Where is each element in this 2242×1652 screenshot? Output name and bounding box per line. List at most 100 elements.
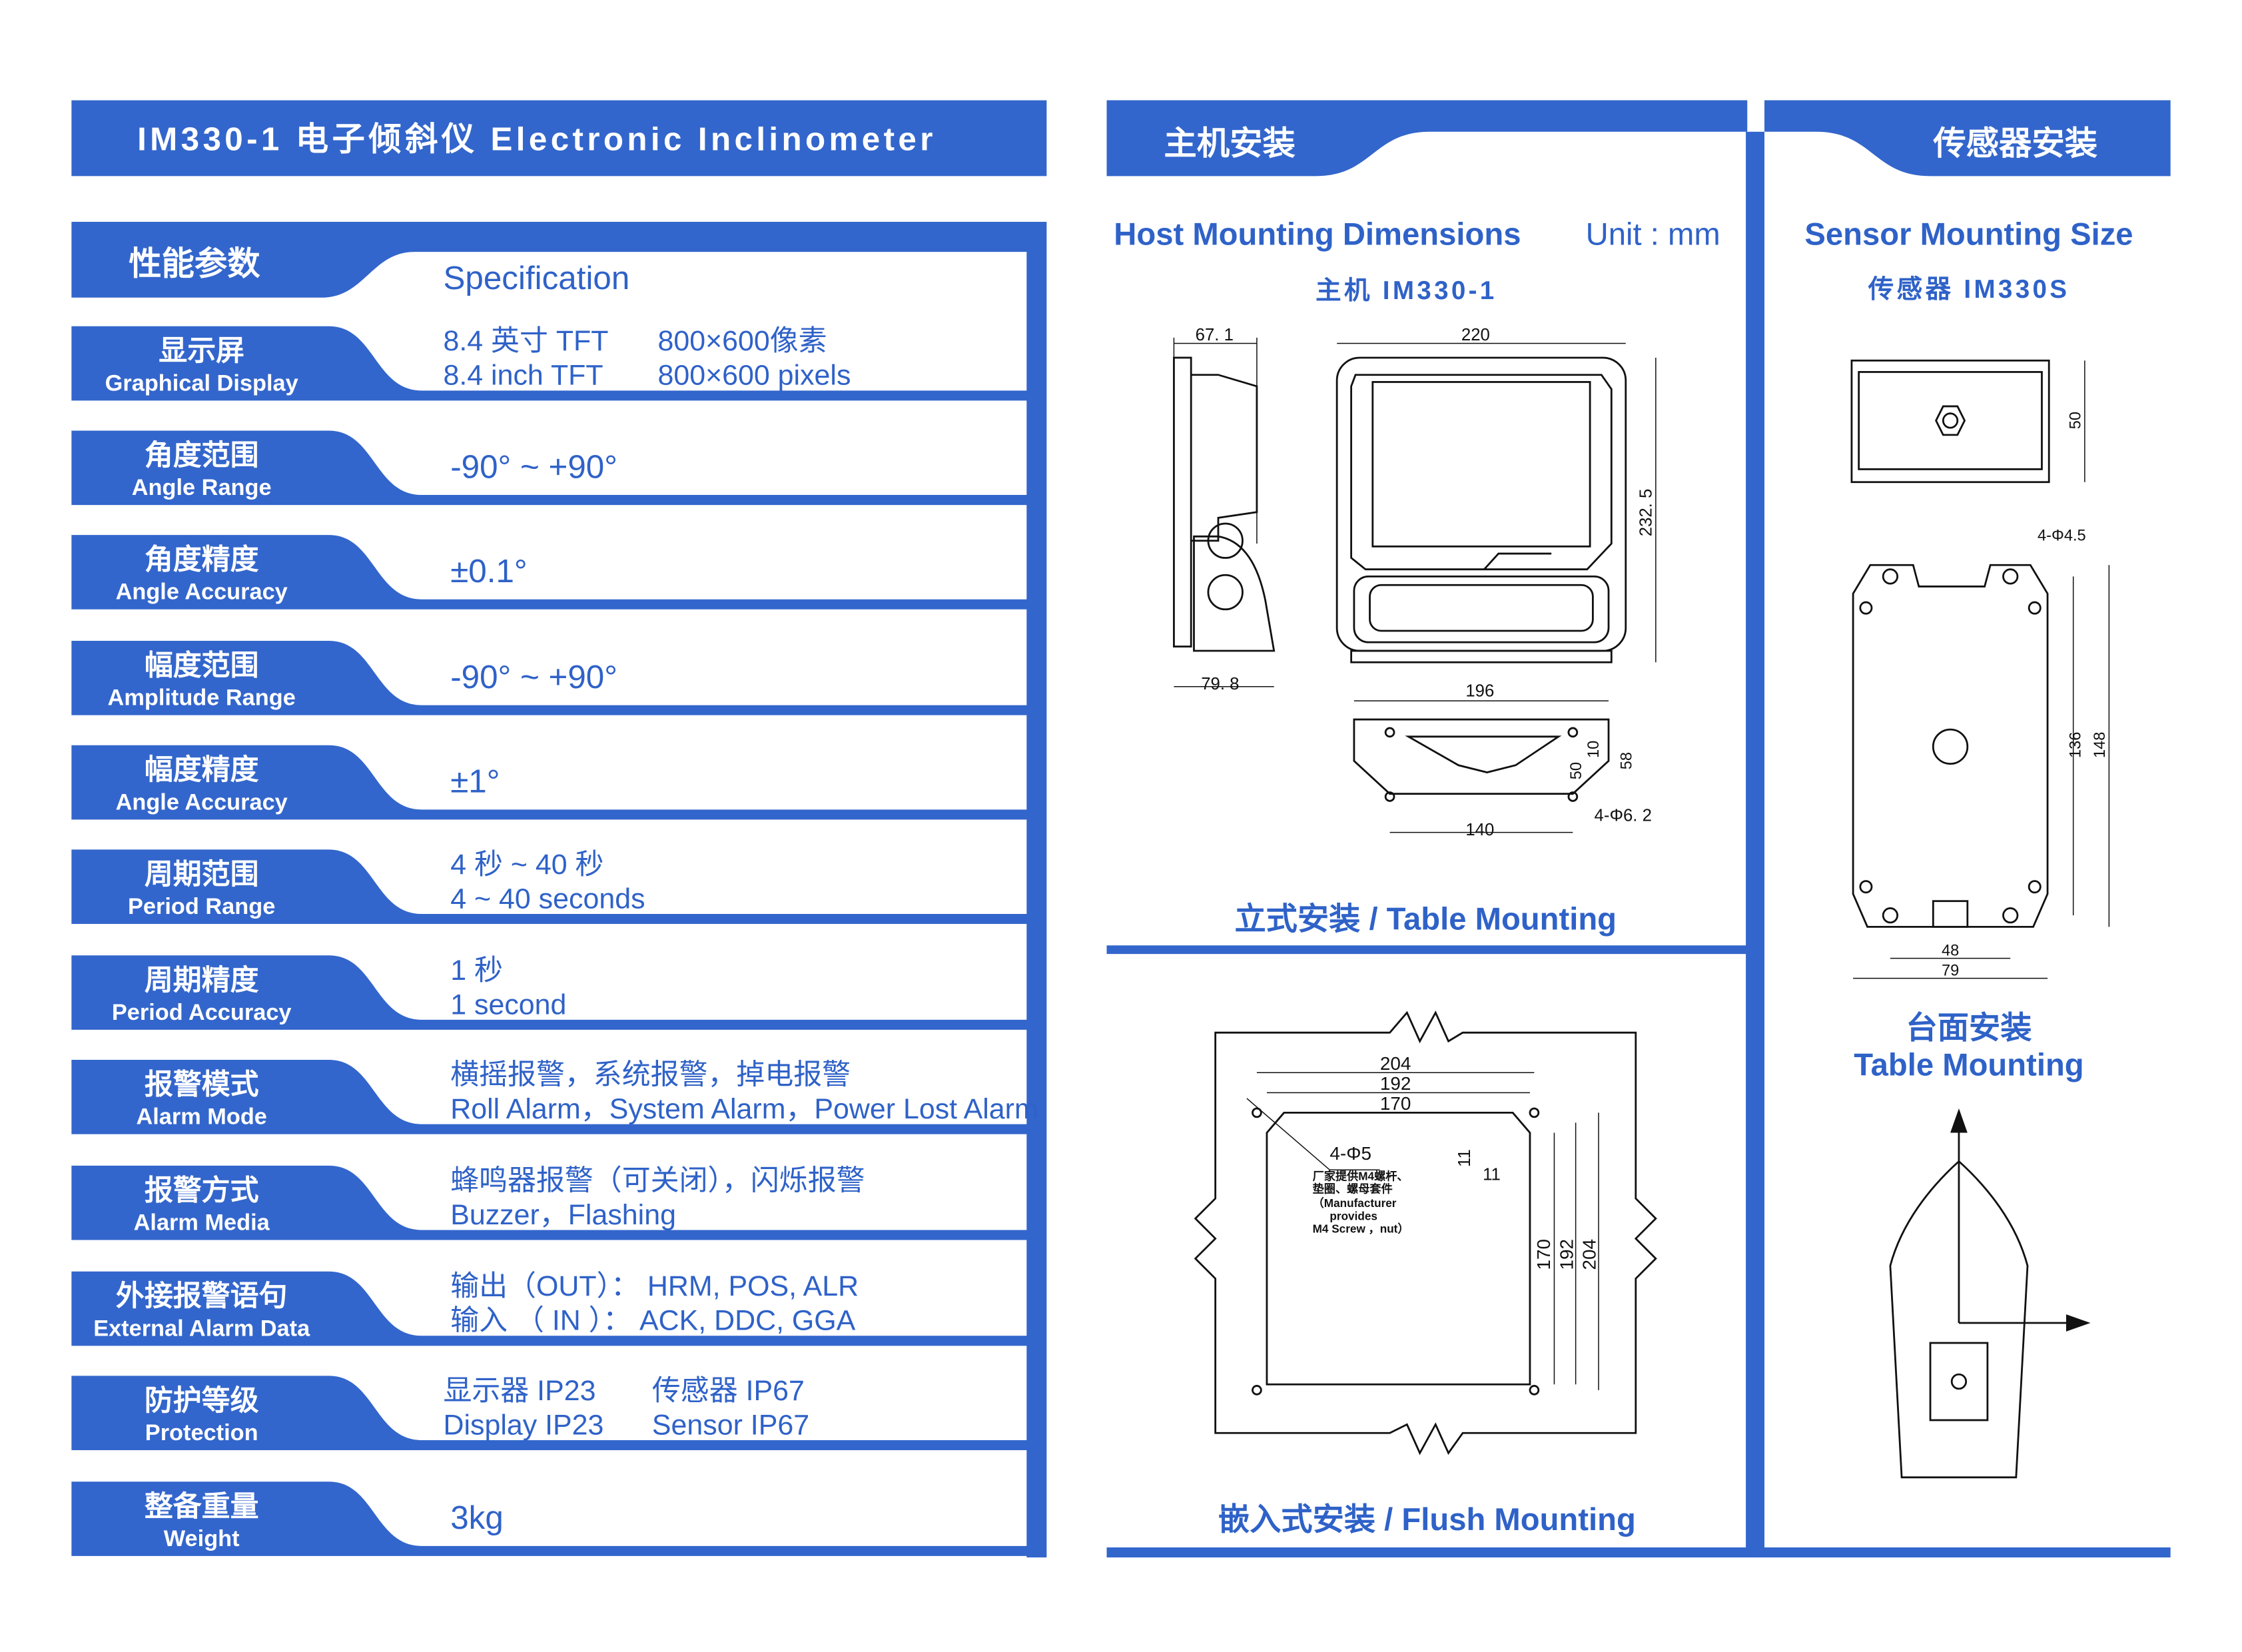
bottom-rule xyxy=(1106,1547,2171,1558)
row-value-line1: 1 秒 xyxy=(450,955,503,987)
side-view-drawing: 67. 1 79. 8 xyxy=(1173,326,1276,693)
table-mounting-label: 立式安装 / Table Mounting xyxy=(1234,902,1617,937)
row-label-cn: 角度范围 xyxy=(145,440,259,472)
dim-flush-w2: 192 xyxy=(1380,1073,1411,1094)
row-value: ±0.1° xyxy=(450,553,527,590)
sensor-title: Sensor Mounting Size xyxy=(1804,216,2133,252)
row-value-line1: 横摇报警，系统报警，掉电报警 xyxy=(450,1058,851,1090)
row-value: -90° ~ +90° xyxy=(450,659,617,695)
dim-sensor-h2: 148 xyxy=(2091,732,2109,758)
row-label-cn: 外接报警语句 xyxy=(116,1280,288,1312)
row-label-block xyxy=(71,1481,1030,1556)
row-value-line2: 4 ~ 40 seconds xyxy=(450,883,645,915)
dim-bracket-width: 196 xyxy=(1465,682,1494,701)
row-value-line1-col2: 传感器 IP67 xyxy=(652,1375,805,1407)
row-label-cn: 报警方式 xyxy=(145,1174,259,1206)
flush-note-line: （Manufacturer xyxy=(1313,1196,1397,1210)
row-label-en: Protection xyxy=(145,1420,258,1446)
column-divider xyxy=(1746,131,1765,1558)
row-value-line2: 输入 （ IN ）： ACK, DDC, GGA xyxy=(450,1305,855,1337)
dim-bracket-hole-spec: 4-Φ6. 2 xyxy=(1595,806,1652,825)
row-label-block xyxy=(71,535,1030,610)
sensor-front-view: 4-Φ4.5 136 148 48 79 xyxy=(1852,528,2110,979)
boat-orientation-diagram xyxy=(1889,1108,2091,1479)
sensor-section-header: 传感器安装 xyxy=(1764,100,2171,177)
dim-flush-w1: 204 xyxy=(1380,1053,1411,1074)
flush-mounting-label: 嵌入式安装 / Flush Mounting xyxy=(1218,1502,1636,1537)
dim-sensor-hole-spec: 4-Φ4.5 xyxy=(2038,528,2086,545)
row-label-cn: 防护等级 xyxy=(145,1385,259,1417)
spec-label-cn: 性能参数 xyxy=(129,245,260,282)
dim-front-height: 232. 5 xyxy=(1637,489,1655,537)
row-value-line2: 1 second xyxy=(450,989,566,1021)
row-value-line1: 蜂鸣器报警（可关闭），闪烁报警 xyxy=(450,1164,865,1196)
dim-flush-h1: 170 xyxy=(1533,1239,1554,1270)
row-label-block xyxy=(71,430,1030,506)
host-section-title: 主机安装 xyxy=(1164,125,1296,162)
row-label-en: External Alarm Data xyxy=(93,1316,310,1341)
host-title: Host Mounting Dimensions xyxy=(1114,216,1521,252)
row-label-block xyxy=(71,326,1030,401)
flush-note-line: M4 Screw ，nut） xyxy=(1313,1222,1409,1236)
dim-sensor-h1: 136 xyxy=(2067,732,2084,758)
row-value-line1: 8.4 英寸 TFT xyxy=(443,325,608,357)
front-view-drawing: 220 232. 5 xyxy=(1335,326,1657,663)
dim-side-bottom: 79. 8 xyxy=(1201,675,1239,693)
row-label-en: Angle Accuracy xyxy=(116,580,288,605)
row-label-en: Alarm Media xyxy=(134,1210,270,1235)
row-value: -90° ~ +90° xyxy=(450,448,617,485)
dim-bracket-holes: 140 xyxy=(1465,821,1494,839)
row-label-block xyxy=(71,849,1030,925)
spec-row: 角度精度 Angle Accuracy ±0.1° xyxy=(71,535,1030,610)
row-label-cn: 报警模式 xyxy=(145,1069,259,1101)
dim-flush-c1: 11 xyxy=(1455,1149,1474,1167)
flush-mounting-drawing: 204 192 170 170 192 204 11 11 4-Φ5 厂家提供M… xyxy=(1194,1011,1657,1455)
page-title: IM330-1 电子倾斜仪 Electronic Inclinometer xyxy=(137,121,936,158)
row-value-line1: 输出（OUT）： HRM, POS, ALR xyxy=(450,1270,859,1302)
dim-front-width: 220 xyxy=(1461,326,1490,344)
sensor-mounting-cn: 台面安装 xyxy=(1906,1011,2032,1046)
row-label-block xyxy=(71,1059,1030,1134)
section-divider xyxy=(1106,945,1748,955)
sensor-model: 传感器 IM330S xyxy=(1868,275,2070,304)
dim-sensor-w1: 48 xyxy=(1942,942,1959,959)
sensor-mounting-en: Table Mounting xyxy=(1854,1048,2083,1083)
row-label-en: Angle Accuracy xyxy=(116,789,288,815)
row-value-line2-col2: Sensor IP67 xyxy=(652,1409,809,1441)
dim-sensor-top-height: 50 xyxy=(2067,412,2084,429)
host-section-header: 主机安装 xyxy=(1106,100,2171,1558)
row-label-block xyxy=(71,1165,1030,1240)
dim-bracket-h3: 58 xyxy=(1618,752,1635,769)
flush-note-line: 厂家提供M4螺杆、 xyxy=(1313,1169,1409,1182)
flush-note-line: 垫圈、螺母套件 xyxy=(1313,1182,1393,1196)
spec-label-en: Specification xyxy=(443,260,629,296)
dim-flush-h3: 204 xyxy=(1579,1239,1600,1270)
row-label-block xyxy=(71,1271,1030,1346)
host-model: 主机 IM330-1 xyxy=(1315,276,1497,305)
unit-label: Unit : mm xyxy=(1586,216,1720,252)
spec-row: 外接报警语句 External Alarm Data 输出（OUT）： HRM, P… xyxy=(71,1270,1030,1346)
row-value-line2: Roll Alarm，System Alarm，Power Lost Alarm xyxy=(450,1093,1038,1125)
row-label-en: Period Range xyxy=(128,894,275,919)
row-value: 3kg xyxy=(450,1499,504,1536)
dim-flush-c2: 11 xyxy=(1483,1165,1501,1184)
row-value-line1: 显示器 IP23 xyxy=(443,1375,595,1407)
row-label-block xyxy=(71,955,1030,1030)
row-label-cn: 角度精度 xyxy=(145,544,259,576)
row-label-cn: 周期精度 xyxy=(145,965,259,997)
row-label-cn: 幅度精度 xyxy=(145,754,259,786)
row-value-line1-col2: 800×600像素 xyxy=(657,325,827,357)
dim-bracket-h2: 50 xyxy=(1568,762,1585,779)
title-bar: IM330-1 电子倾斜仪 Electronic Inclinometer xyxy=(71,100,1047,177)
